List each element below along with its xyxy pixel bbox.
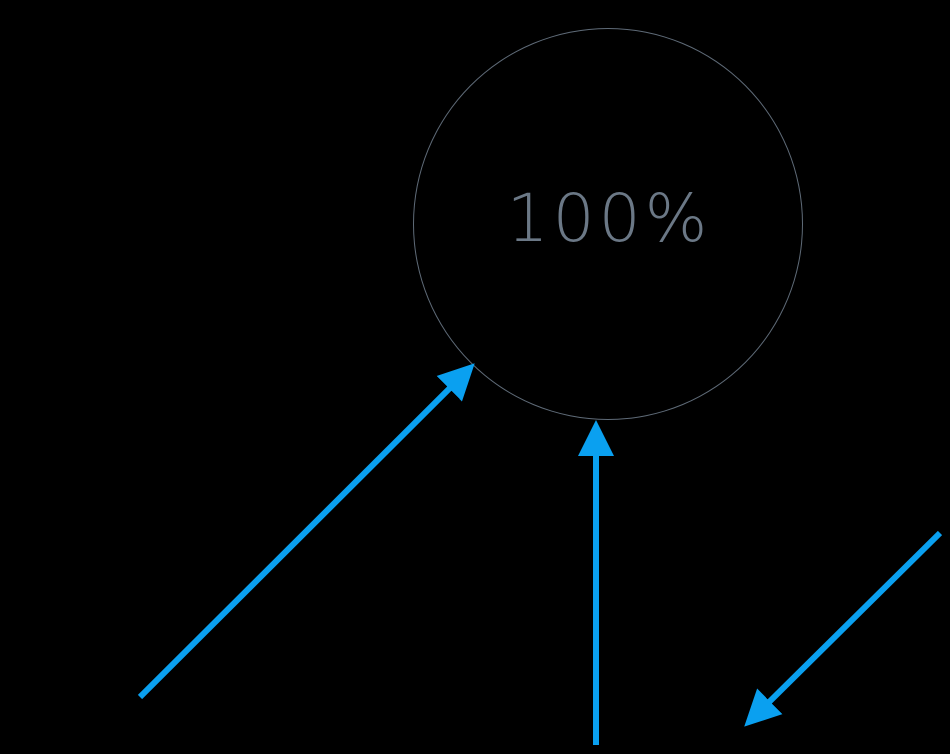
arrow-icon bbox=[137, 363, 475, 700]
progress-percentage: 100% bbox=[506, 179, 712, 257]
progress-ring bbox=[413, 28, 803, 420]
arrow-icon bbox=[744, 530, 943, 727]
